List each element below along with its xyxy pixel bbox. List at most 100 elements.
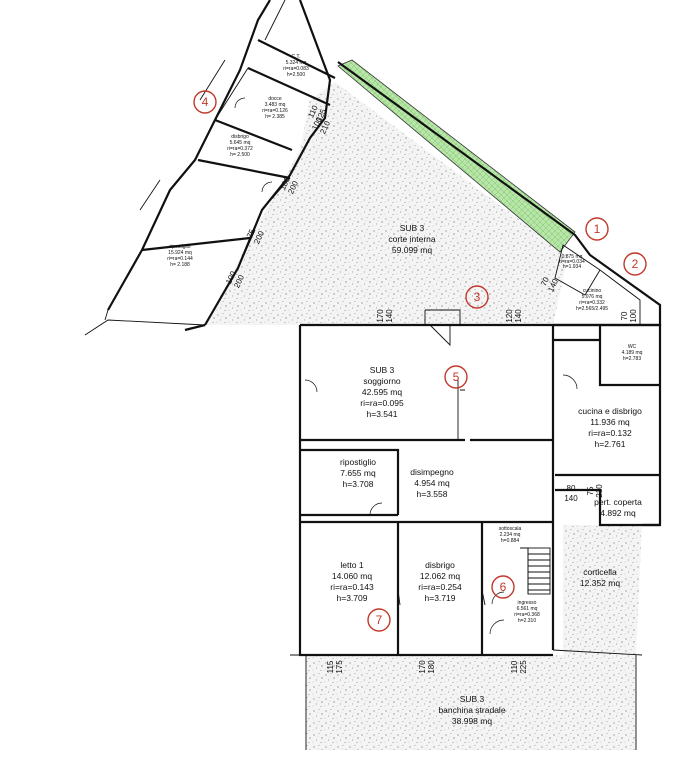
svg-text:h= 2.500: h= 2.500 — [230, 152, 250, 158]
svg-text:4.189 mq: 4.189 mq — [622, 350, 643, 356]
corticella-area — [563, 525, 642, 655]
svg-text:175: 175 — [335, 660, 344, 674]
green-strip — [337, 59, 576, 253]
svg-text:120: 120 — [505, 309, 514, 323]
room-banchina: SUB 3 banchina stradale 38.998 mq — [438, 694, 505, 726]
room-cucinino: cucinino 5.076 mq ri=ra=0.332 h=2.565/2.… — [576, 288, 608, 312]
svg-text:ri=ra=0.126: ri=ra=0.126 — [262, 108, 288, 114]
svg-text:0.875 mq: 0.875 mq — [562, 254, 583, 260]
staircase — [520, 547, 551, 595]
corte-interna-area — [205, 82, 568, 325]
svg-text:cucina e disbrigo: cucina e disbrigo — [578, 406, 642, 416]
room-corte-interna: SUB 3 corte interna 59.099 mq — [388, 223, 436, 255]
svg-text:disbrigo: disbrigo — [231, 134, 249, 140]
marker-4: 4 — [193, 90, 217, 114]
svg-text:ri=ra=0.368: ri=ra=0.368 — [514, 612, 540, 618]
room-ripostiglio: ripostiglio 7.655 mq h=3.708 — [340, 457, 376, 489]
svg-text:ri=ra=0.372: ri=ra=0.372 — [227, 146, 253, 152]
svg-text:pert. coperta: pert. coperta — [594, 497, 642, 507]
dim-120-140: 120 140 — [505, 309, 523, 323]
svg-text:corte interna: corte interna — [388, 234, 436, 244]
svg-text:WC: WC — [628, 344, 637, 350]
svg-text:ripostiglio: ripostiglio — [340, 457, 376, 467]
svg-text:3.483 mq: 3.483 mq — [265, 102, 286, 108]
wall-internal-main — [300, 438, 553, 655]
svg-text:38.998 mq: 38.998 mq — [452, 716, 492, 726]
svg-text:h=2.783: h=2.783 — [623, 356, 641, 362]
dim-110-225: 110 225 — [510, 660, 528, 674]
svg-text:ri=ra=0.034: ri=ra=0.034 — [559, 259, 585, 265]
svg-text:210: 210 — [595, 484, 604, 498]
svg-text:h=3.541: h=3.541 — [367, 409, 398, 419]
svg-text:59.099 mq: 59.099 mq — [392, 245, 432, 255]
svg-text:ingresso: ingresso — [518, 600, 537, 606]
svg-text:225: 225 — [519, 660, 528, 674]
wall-left-internal — [214, 67, 291, 269]
svg-text:5.324 mq: 5.324 mq — [286, 60, 307, 66]
svg-text:ri=ra=0.143: ri=ra=0.143 — [330, 582, 374, 592]
svg-text:4.954 mq: 4.954 mq — [414, 478, 450, 488]
svg-text:170: 170 — [418, 660, 427, 674]
wall-left-rooms — [141, 39, 336, 332]
wall-thin-main — [397, 380, 486, 606]
svg-text:h=0.884: h=0.884 — [501, 538, 519, 544]
banchina-area — [306, 655, 636, 750]
svg-text:70: 70 — [539, 275, 551, 287]
svg-text:h=2.761: h=2.761 — [595, 439, 626, 449]
svg-text:h=3.708: h=3.708 — [343, 479, 374, 489]
svg-text:12.352 mq: 12.352 mq — [580, 578, 620, 588]
soggiorno-niche — [424, 309, 461, 347]
svg-text:sottoscala: sottoscala — [499, 526, 522, 532]
svg-text:42.595 mq: 42.595 mq — [362, 387, 402, 397]
dim-170-140: 170 140 — [376, 309, 394, 323]
svg-text:SUB 3: SUB 3 — [370, 365, 395, 375]
svg-text:1: 1 — [594, 222, 601, 236]
room-wc: WC 4.189 mq h=2.783 — [622, 344, 643, 362]
svg-text:7.655 mq: 7.655 mq — [340, 468, 376, 478]
svg-text:180: 180 — [427, 660, 436, 674]
room-pert-coperta: pert. coperta 4.892 mq — [594, 497, 642, 518]
dim-80-140: 80 140 — [564, 484, 578, 503]
dim-75-210: 75 210 — [586, 484, 604, 498]
dim-170-180: 170 180 — [418, 660, 436, 674]
svg-text:12.062 mq: 12.062 mq — [420, 571, 460, 581]
svg-text:corticella: corticella — [583, 567, 617, 577]
svg-text:disbrigo: disbrigo — [425, 560, 455, 570]
marker-5: 5 — [444, 365, 468, 389]
dim-70-100: 70 100 — [620, 309, 638, 323]
svg-text:14.060 mq: 14.060 mq — [332, 571, 372, 581]
svg-text:6: 6 — [500, 580, 507, 594]
svg-text:75: 75 — [245, 227, 257, 239]
svg-text:ri=ra=0.132: ri=ra=0.132 — [588, 428, 632, 438]
room-name: C.T. — [292, 54, 301, 60]
svg-text:6.561 mq: 6.561 mq — [517, 606, 538, 612]
svg-text:11.936 mq: 11.936 mq — [590, 417, 630, 427]
svg-text:ripostiglio: ripostiglio — [169, 244, 190, 250]
svg-text:h= 2.385: h= 2.385 — [265, 114, 285, 120]
svg-text:disimpegno: disimpegno — [410, 467, 454, 477]
svg-text:h=2.565/2.495: h=2.565/2.495 — [576, 306, 608, 312]
svg-text:2.234 mq: 2.234 mq — [500, 532, 521, 538]
svg-text:h=2.500: h=2.500 — [287, 72, 305, 78]
svg-text:ri=ra=0.332: ri=ra=0.332 — [579, 300, 605, 306]
room-docce: docce 3.483 mq ri=ra=0.126 h= 2.385 — [262, 96, 288, 120]
svg-text:170: 170 — [376, 309, 385, 323]
svg-text:110: 110 — [510, 660, 519, 673]
marker-2: 2 — [623, 252, 647, 276]
svg-text:140: 140 — [564, 494, 578, 503]
svg-text:115: 115 — [326, 660, 335, 673]
svg-text:cucinino: cucinino — [583, 288, 602, 294]
svg-text:80: 80 — [567, 484, 576, 493]
svg-text:h= 2.188: h= 2.188 — [170, 262, 190, 268]
svg-text:banchina stradale: banchina stradale — [438, 705, 505, 715]
room-disbrigo: disbrigo 12.062 mq ri=ra=0.254 h=3.719 — [418, 560, 462, 603]
dim-115-175: 115 175 — [326, 660, 344, 674]
svg-text:docce: docce — [268, 96, 282, 102]
wall-cucina — [553, 325, 660, 527]
svg-text:75: 75 — [586, 486, 595, 495]
room-cucina: cucina e disbrigo 11.936 mq ri=ra=0.132 … — [578, 406, 642, 449]
svg-text:ri=ra=0.254: ri=ra=0.254 — [418, 582, 462, 592]
svg-text:7: 7 — [376, 613, 383, 627]
svg-text:h=3.558: h=3.558 — [417, 489, 448, 499]
svg-text:15.924 mq: 15.924 mq — [168, 250, 192, 256]
